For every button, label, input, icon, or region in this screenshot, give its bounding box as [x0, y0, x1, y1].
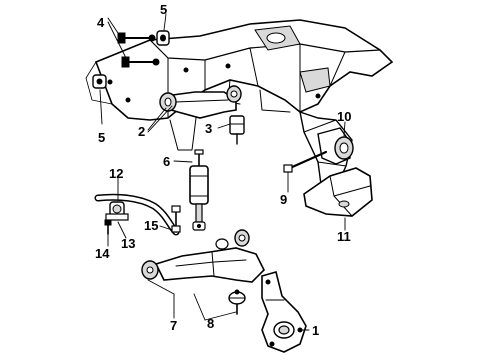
callout-6: 6 — [163, 154, 170, 169]
callout-10: 10 — [337, 109, 351, 124]
callout-8: 8 — [207, 316, 214, 331]
callout-11: 11 — [337, 229, 351, 244]
stabilizer-bar — [94, 193, 180, 236]
callout-4: 4 — [97, 15, 105, 30]
frame-rail — [85, 19, 394, 193]
stabilizer-link — [171, 205, 181, 233]
callout-14: 14 — [95, 246, 110, 261]
cam-washers — [92, 30, 170, 89]
callout-5-left: 5 — [98, 130, 105, 145]
callout-5-top: 5 — [160, 2, 167, 17]
leader-lines — [99, 13, 346, 331]
bracket-bolt — [104, 219, 112, 235]
stabilizer-bushing — [105, 201, 129, 221]
alignment-bolts — [117, 32, 160, 68]
callout-3: 3 — [205, 121, 212, 136]
upper-ball-joint — [229, 115, 245, 145]
callout-13: 13 — [121, 236, 135, 251]
callout-12: 12 — [109, 166, 123, 181]
lower-control-arm — [141, 229, 265, 283]
lower-ball-joint — [228, 289, 246, 315]
callout-15: 15 — [144, 218, 158, 233]
callout-9: 9 — [280, 192, 287, 207]
callout-2: 2 — [138, 124, 145, 139]
spring-seat-bracket — [303, 167, 373, 217]
radius-arm-bracket — [317, 127, 354, 165]
steering-knuckle — [261, 271, 307, 353]
callout-7: 7 — [170, 318, 177, 333]
callout-1: 1 — [312, 323, 319, 338]
shock-absorber — [189, 149, 209, 231]
